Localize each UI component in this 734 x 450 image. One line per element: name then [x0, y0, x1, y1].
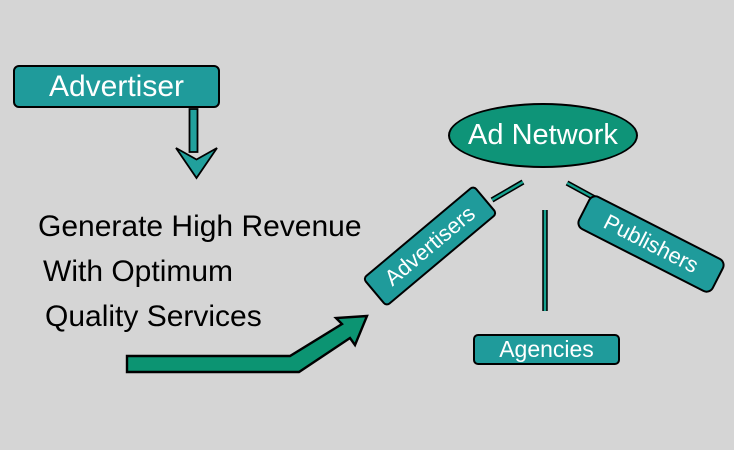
advertiser-node-label: Advertiser	[48, 69, 185, 103]
tagline-line-3: Quality Services	[45, 300, 262, 333]
tagline-line-2: With Optimum	[43, 255, 234, 288]
tagline-text: Generate High Revenue With Optimum Quali…	[38, 204, 362, 339]
advertiser-node: Advertiser	[13, 65, 220, 108]
agencies-node-label: Agencies	[499, 336, 594, 362]
agencies-node: Agencies	[473, 334, 620, 365]
down-arrow-stem	[188, 108, 199, 153]
tagline-line-1: Generate High Revenue	[38, 210, 362, 243]
ad-network-node-label: Ad Network	[468, 119, 618, 151]
down-arrow-head	[175, 147, 218, 180]
ad-network-node: Ad Network	[448, 103, 638, 168]
down-arrow-icon	[175, 108, 218, 180]
bent-growth-arrow-icon	[125, 314, 369, 374]
connector-network-advertisers	[490, 179, 525, 203]
